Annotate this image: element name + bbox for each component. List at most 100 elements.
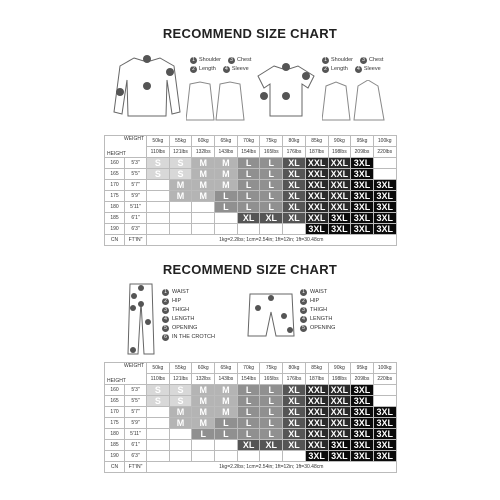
size-cell [372,168,397,180]
size-cell: 3XL [350,384,374,396]
size-cell [259,450,284,462]
size-cell: XXL [304,384,329,396]
size-cell [282,450,306,462]
size-cell: XXL [304,201,329,213]
size-cell: XL [282,157,306,169]
size-cell [146,406,170,418]
size-cell: XXL [304,417,329,429]
size-cell [168,212,193,224]
size-cell: XL [282,395,306,407]
size-cell: L [259,157,284,169]
size-cell: L [236,384,261,396]
size-cell: 3XL [372,179,397,191]
jacket-illustrations [186,81,245,121]
weight-kg-cell: 100kg [372,135,397,147]
size-cell: XXL [304,406,329,418]
weight-lbs-cell: 121lbs [168,146,193,158]
size-cell [146,439,170,451]
size-cell [214,212,238,224]
size-cell [146,212,170,224]
size-cell: 3XL [350,223,374,235]
size-cell [146,417,170,429]
weight-kg-cell: 90kg [327,362,352,374]
size-cell: 3XL [350,450,374,462]
size-cell: M [191,417,216,429]
height-cm-cell: 165 [104,168,125,180]
size-cell: XXL [304,190,329,202]
weight-lbs-cell: 220lbs [372,373,397,385]
size-cell: M [191,384,216,396]
weight-height-header: WEIGHT HEIGHT [104,362,147,385]
height-cm-cell: 170 [104,179,125,191]
weight-kg-cell: 90kg [327,135,352,147]
size-cell: 3XL [327,223,352,235]
size-cell [214,450,238,462]
size-cell: L [236,201,261,213]
size-cell: 3XL [304,450,329,462]
size-cell: M [191,168,216,180]
size-cell: XXL [327,428,352,440]
height-ft-cell: 5'9" [124,417,147,429]
size-cell [191,223,216,235]
size-cell [168,201,193,213]
footer-ft: FT'IN" [124,461,147,473]
weight-kg-cell: 65kg [214,135,238,147]
height-ft-cell: 5'7" [124,406,147,418]
size-cell [146,190,170,202]
weight-kg-cell: 80kg [282,362,306,374]
size-cell: L [259,168,284,180]
size-cell: 3XL [350,201,374,213]
weight-kg-cell: 65kg [214,362,238,374]
size-cell: XXL [304,428,329,440]
size-cell: 3XL [350,190,374,202]
size-cell: L [259,179,284,191]
size-cell: M [168,406,193,418]
size-cell [372,384,397,396]
size-cell: M [214,168,238,180]
height-ft-cell: 5'3" [124,384,147,396]
chart2-title: RECOMMEND SIZE CHART [162,262,338,277]
size-cell [214,223,238,235]
height-cm-cell: 190 [104,223,125,235]
height-cm-cell: 175 [104,417,125,429]
size-cell: L [259,190,284,202]
size-cell: 3XL [327,212,352,224]
chart1-title: RECOMMEND SIZE CHART [162,26,338,41]
size-cell: XXL [304,395,329,407]
size-cell: S [168,384,193,396]
weight-lbs-cell: 209lbs [350,146,374,158]
weight-kg-cell: 95kg [350,362,374,374]
size-cell: 3XL [372,439,397,451]
size-cell: XL [282,212,306,224]
size-cell: S [146,384,170,396]
size-cell: L [214,190,238,202]
weight-lbs-cell: 154lbs [236,373,261,385]
weight-lbs-cell: 165lbs [259,373,284,385]
size-cell: 3XL [350,179,374,191]
size-cell: S [168,168,193,180]
tshirt-illustration [257,63,315,117]
size-cell: M [191,190,216,202]
height-label: HEIGHT [107,378,126,384]
size-cell: XXL [304,439,329,451]
weight-kg-cell: 85kg [304,135,329,147]
size-cell [259,223,284,235]
size-cell: XL [259,439,284,451]
conversion-note: 1kg=2.2lbs; 1cm=2.54in; 1ft=12in; 1ft=30… [146,234,397,246]
size-cell [191,201,216,213]
sweater-illustration [113,55,181,117]
size-cell: 3XL [372,190,397,202]
weight-label: WEIGHT [124,363,144,370]
size-cell: L [236,428,261,440]
